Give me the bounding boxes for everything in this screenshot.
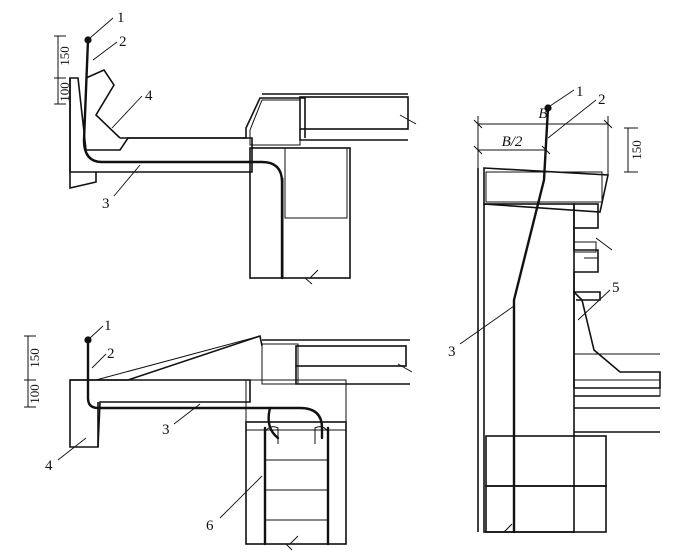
- brick-wall-lower: [245, 421, 347, 545]
- dim-half-width: B/2: [502, 134, 523, 150]
- insulation-layer: [299, 96, 409, 130]
- callout-4-bottom: 4: [45, 458, 53, 474]
- dim-150-bottom: 150: [27, 348, 42, 368]
- callout-2-top: 2: [119, 34, 127, 50]
- upstand-fillet: [573, 290, 661, 389]
- callout-5-right: 5: [612, 280, 620, 296]
- callout-1-right: 1: [576, 84, 584, 100]
- detail-bottom-left: 150 100 1 2 3 4 6: [24, 318, 413, 551]
- callout-3-top: 3: [102, 196, 110, 212]
- callout-2-right: 2: [598, 92, 606, 108]
- coping-cap: [483, 167, 609, 213]
- detail-right: B B/2 150 1 2 5 3: [448, 84, 661, 534]
- air-terminal-right: [544, 104, 552, 112]
- air-terminal-lower: [84, 336, 92, 344]
- dim-width-b: B: [538, 106, 547, 122]
- rebar-cage: [263, 426, 330, 546]
- lightning-rod-conductor-right: [512, 106, 550, 534]
- ring-beam-right: [485, 435, 607, 487]
- callout-2-bottom: 2: [107, 346, 115, 362]
- detail-top-left: 150 100 1 2 4 3: [54, 10, 417, 285]
- insulation-layer-lower: [295, 345, 407, 367]
- roof-slab-lower: [69, 379, 251, 448]
- roof-slab: [69, 77, 253, 173]
- parapet-wall: [483, 203, 575, 533]
- dim-100-bottom: 100: [27, 384, 42, 404]
- callout-6-bottom: 6: [206, 518, 214, 534]
- callout-1-bottom: 1: [104, 318, 112, 334]
- callout-3-right: 3: [448, 344, 456, 360]
- air-terminal: [84, 36, 92, 44]
- brick-wall: [249, 147, 351, 279]
- lightning-rod-conductor-lower: [86, 338, 324, 440]
- lightning-rod-conductor: [82, 38, 284, 280]
- callout-3-bottom: 3: [162, 422, 170, 438]
- dim-150-top: 150: [57, 46, 72, 66]
- parapet-lip: [85, 68, 121, 139]
- ring-beam: [284, 147, 348, 219]
- dim-100-top: 100: [57, 82, 72, 102]
- callout-4-top: 4: [145, 88, 153, 104]
- dim-150-right: 150: [629, 140, 644, 160]
- callout-1-top: 1: [117, 10, 125, 26]
